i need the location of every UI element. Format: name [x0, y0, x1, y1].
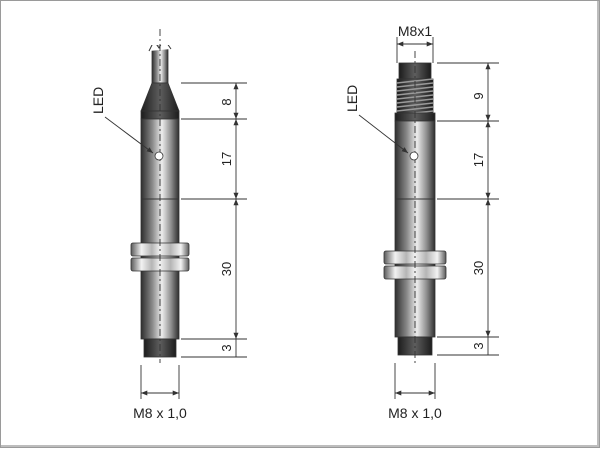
- dimension-group: 8 17 30 3: [181, 82, 247, 358]
- dimension-label: 30: [219, 262, 234, 276]
- dimension-label: 30: [471, 261, 486, 275]
- led-window: [409, 151, 419, 161]
- connector-dimension: M8x1: [396, 23, 434, 63]
- dimension-label: 3: [219, 344, 234, 351]
- sensor-cable: LED 8 17 30 3 M8 x 1,0: [90, 29, 247, 421]
- dimension-label: 9: [471, 92, 486, 99]
- dimension-label: 8: [219, 98, 234, 105]
- dimension-label: 17: [219, 152, 234, 166]
- thread-label: M8 x 1,0: [133, 405, 187, 421]
- dimension-label: 3: [471, 342, 486, 349]
- led-label: LED: [344, 85, 360, 112]
- led-label: LED: [90, 87, 106, 114]
- thread-dimension: M8 x 1,0: [388, 363, 442, 421]
- thread-label: M8 x 1,0: [388, 405, 442, 421]
- sensor-connector: M8x1 LED: [344, 23, 499, 421]
- cable: [148, 31, 173, 84]
- thread-dimension: M8 x 1,0: [133, 365, 187, 421]
- connector-label: M8x1: [398, 23, 432, 39]
- dimension-label: 17: [471, 153, 486, 167]
- led-window: [154, 151, 164, 161]
- dimension-group: 9 17 30 3: [437, 62, 499, 356]
